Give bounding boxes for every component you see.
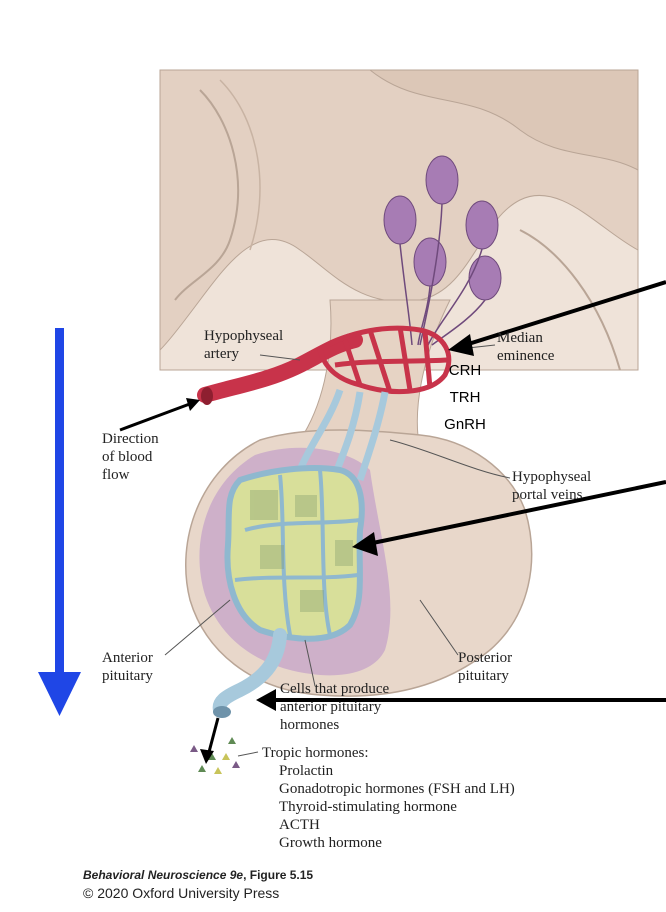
tropic-hormone-item: Growth hormone bbox=[279, 835, 382, 851]
tropic-hormone-particles bbox=[190, 737, 240, 774]
hypothalamic-neurons bbox=[383, 155, 502, 346]
label-cells-that-produce: Cells that produce anterior pituitary ho… bbox=[280, 681, 390, 733]
label-tropic-hormones: Tropic hormones: Prolactin Gonadotropic … bbox=[262, 745, 515, 851]
blue-flow-arrow bbox=[38, 328, 81, 716]
label-direction-of-blood-flow: Direction of blood flow bbox=[102, 431, 159, 483]
tropic-hormone-item: Prolactin bbox=[279, 763, 334, 779]
hormone-release-arrow bbox=[200, 717, 220, 764]
figure-credit-copyright: © 2020 Oxford University Press bbox=[83, 885, 280, 901]
releasing-hormone-gnrh: GnRH bbox=[444, 416, 486, 433]
label-posterior-pituitary: Posterior pituitary bbox=[458, 650, 513, 684]
label-hypophyseal-portal-veins: Hypophyseal portal veins bbox=[512, 469, 592, 503]
tropic-hormone-item: Thyroid-stimulating hormone bbox=[279, 799, 457, 815]
label-hypophyseal-artery: Hypophyseal artery bbox=[204, 328, 284, 362]
releasing-hormone-trh: TRH bbox=[449, 389, 481, 406]
label-median-eminence: Median eminence bbox=[497, 330, 555, 364]
blood-flow-arrow bbox=[119, 398, 200, 432]
hypophyseal-artery bbox=[197, 332, 363, 405]
releasing-hormone-crh: CRH bbox=[448, 362, 482, 379]
pointer-arrow-median-eminence bbox=[448, 280, 666, 356]
primary-capillary-plexus bbox=[317, 325, 452, 395]
label-anterior-pituitary: Anterior pituitary bbox=[102, 650, 153, 684]
figure-credit-title: Behavioral Neuroscience 9e, Figure 5.15 bbox=[83, 868, 314, 882]
label-leader-lines bbox=[164, 344, 511, 757]
secondary-capillary-plexus bbox=[224, 465, 365, 642]
tropic-hormone-item: ACTH bbox=[279, 817, 320, 833]
outflow-vessel bbox=[212, 628, 287, 718]
pointer-arrow-outflow bbox=[256, 689, 666, 711]
pointer-arrow-anterior-cells bbox=[352, 480, 666, 556]
tropic-hormone-item: Gonadotropic hormones (FSH and LH) bbox=[279, 781, 515, 797]
